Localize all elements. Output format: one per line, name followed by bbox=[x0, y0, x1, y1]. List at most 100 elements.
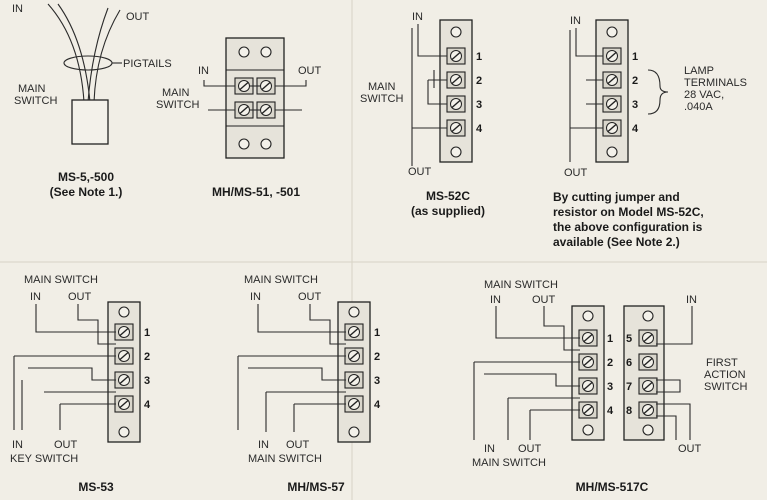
wire bbox=[495, 306, 580, 339]
in-label: IN bbox=[250, 291, 261, 303]
diagram-mh517c: MAIN SWITCH IN OUT IN 1 2 3 4 5 6 7 8 FI… bbox=[472, 279, 747, 494]
wire bbox=[656, 379, 681, 393]
out-label: OUT bbox=[408, 166, 432, 178]
wire bbox=[44, 391, 116, 430]
main-switch-label: SWITCH bbox=[14, 95, 57, 107]
wire bbox=[484, 373, 580, 387]
caption: MS-5,-500 bbox=[58, 170, 114, 184]
terminal-number: 3 bbox=[607, 381, 613, 393]
terminal-block bbox=[595, 19, 629, 163]
wire bbox=[275, 80, 307, 87]
wire bbox=[35, 304, 116, 333]
first-action-label: SWITCH bbox=[704, 381, 747, 393]
diagram-ms52c: IN OUT MAIN SWITCH 1 2 3 4 MS-52C (as su… bbox=[360, 11, 485, 218]
wire bbox=[87, 7, 109, 103]
out-label: OUT bbox=[68, 291, 92, 303]
wire bbox=[13, 355, 116, 430]
wire bbox=[427, 79, 447, 105]
pigtails-label: PIGTAILS bbox=[123, 58, 172, 70]
pigtail-marker bbox=[63, 55, 113, 71]
wire bbox=[293, 403, 346, 432]
terminal-number: 2 bbox=[632, 75, 638, 87]
caption: the above configuration is bbox=[553, 220, 703, 234]
out-label: OUT bbox=[126, 11, 150, 23]
lamp-label: .040A bbox=[684, 101, 713, 113]
in-label: IN bbox=[686, 294, 697, 306]
out-label: OUT bbox=[518, 443, 542, 455]
wire bbox=[656, 306, 693, 345]
caption: MH/MS-517C bbox=[576, 480, 649, 494]
wire bbox=[93, 9, 121, 103]
lamp-label: TERMINALS bbox=[684, 77, 747, 89]
wire bbox=[265, 391, 346, 432]
lamp-bracket bbox=[647, 69, 669, 115]
terminal-number: 4 bbox=[476, 123, 483, 135]
terminal-block bbox=[439, 19, 473, 163]
terminal-block bbox=[571, 305, 605, 441]
lamp-label: 28 VAC, bbox=[684, 89, 724, 101]
terminal-number: 5 bbox=[626, 333, 632, 345]
wire bbox=[417, 24, 447, 57]
main-switch-label: MAIN bbox=[162, 87, 190, 99]
in-label: IN bbox=[412, 11, 423, 23]
caption: By cutting jumper and bbox=[553, 190, 680, 204]
out-label: OUT bbox=[532, 294, 556, 306]
main-switch-label: SWITCH bbox=[360, 93, 403, 105]
in-label: IN bbox=[258, 439, 269, 451]
terminal-number: 2 bbox=[144, 351, 150, 363]
in-label: IN bbox=[484, 443, 495, 455]
terminal-number: 1 bbox=[374, 327, 380, 339]
caption: available (See Note 2.) bbox=[553, 235, 680, 249]
terminal-number: 1 bbox=[476, 51, 482, 63]
wire bbox=[507, 397, 580, 440]
wire bbox=[309, 304, 346, 345]
wire bbox=[57, 3, 91, 103]
main-switch-label: MAIN SWITCH bbox=[472, 457, 546, 469]
in-label: IN bbox=[30, 291, 41, 303]
in-label: IN bbox=[490, 294, 501, 306]
terminal-number: 4 bbox=[632, 123, 639, 135]
terminal-block-right bbox=[623, 305, 665, 441]
wire bbox=[575, 28, 603, 57]
main-switch-label: MAIN SWITCH bbox=[248, 453, 322, 465]
out-label: OUT bbox=[54, 439, 78, 451]
terminal-number: 6 bbox=[626, 357, 632, 369]
in-label: IN bbox=[570, 15, 581, 27]
out-label: OUT bbox=[286, 439, 310, 451]
terminal-number: 4 bbox=[144, 399, 151, 411]
lamp-label: LAMP bbox=[684, 65, 714, 77]
terminal-number: 3 bbox=[632, 99, 638, 111]
terminal-number: 8 bbox=[626, 405, 632, 417]
first-action-label: ACTION bbox=[704, 369, 746, 381]
caption: MH/MS-51, -501 bbox=[212, 185, 300, 199]
wire bbox=[543, 306, 580, 351]
terminal-number: 3 bbox=[476, 99, 482, 111]
in-label: IN bbox=[198, 65, 209, 77]
main-switch-label: MAIN SWITCH bbox=[244, 274, 318, 286]
main-switch-label: MAIN SWITCH bbox=[24, 274, 98, 286]
terminal-number: 3 bbox=[374, 375, 380, 387]
terminal-number: 2 bbox=[374, 351, 380, 363]
wire bbox=[529, 409, 580, 440]
terminal-block bbox=[225, 37, 285, 159]
wire bbox=[248, 367, 346, 381]
caption: MS-52C bbox=[426, 189, 470, 203]
key-switch-label: KEY SWITCH bbox=[10, 453, 78, 465]
terminal-number: 3 bbox=[144, 375, 150, 387]
wire bbox=[586, 79, 603, 105]
diagram-ms52c-modified: IN OUT 1 2 3 4 LAMP TERMINALS 28 VAC, .0… bbox=[553, 15, 747, 249]
wire bbox=[473, 361, 580, 440]
wire bbox=[203, 80, 235, 87]
wire bbox=[47, 3, 85, 103]
main-switch-label: MAIN SWITCH bbox=[484, 279, 558, 291]
terminal-number: 2 bbox=[476, 75, 482, 87]
out-label: OUT bbox=[564, 167, 588, 179]
terminal-number: 2 bbox=[607, 357, 613, 369]
diagram-ms5: IN OUT PIGTAILS MAIN SWITCH MS-5,-500 (S… bbox=[12, 3, 172, 199]
caption: (as supplied) bbox=[411, 204, 485, 218]
wire bbox=[28, 367, 116, 381]
wire bbox=[237, 355, 346, 430]
main-switch-label: SWITCH bbox=[156, 99, 199, 111]
terminal-number: 1 bbox=[144, 327, 150, 339]
